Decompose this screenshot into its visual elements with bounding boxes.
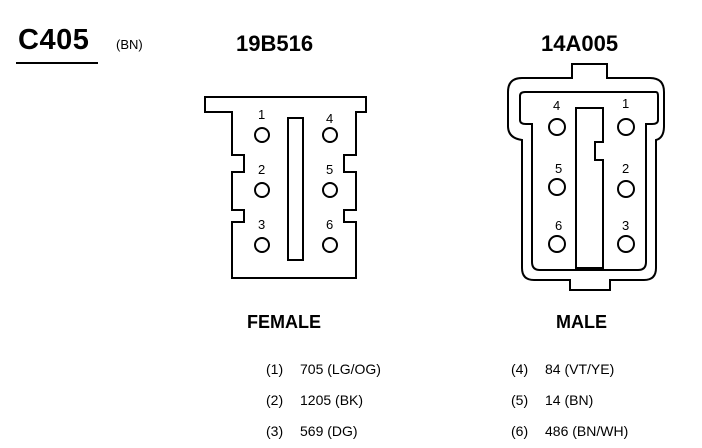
female-part-number: 19B516 [236, 31, 314, 56]
pinout-row: (4) 84 (VT/YE) [511, 361, 614, 377]
male-cavity-label: 5 [555, 161, 562, 176]
female-cavity-3 [254, 237, 270, 253]
pin-number: (2) [266, 392, 284, 408]
female-connector [204, 96, 367, 279]
male-cavity-label: 3 [622, 218, 629, 233]
female-cavity-2 [254, 182, 270, 198]
pinout-row: (5) 14 (BN) [511, 392, 593, 408]
male-part-number: 14A005 [541, 31, 619, 56]
female-cavity-6 [322, 237, 338, 253]
male-cavity-6 [548, 235, 566, 253]
female-cavity-label: 4 [326, 111, 333, 126]
pinout-row: (6) 486 (BN/WH) [511, 423, 628, 439]
male-connector [507, 63, 665, 291]
female-cavity-label: 2 [258, 162, 265, 177]
pin-circuit: 486 (BN/WH) [545, 423, 629, 439]
female-cavity-label: 6 [326, 217, 333, 232]
pin-number: (4) [511, 361, 529, 377]
male-cavity-label: 1 [622, 96, 629, 111]
connector-color-code: (BN) [116, 37, 143, 52]
female-cavity-label: 5 [326, 162, 333, 177]
pin-circuit: 14 (BN) [545, 392, 594, 408]
male-cavity-5 [548, 178, 566, 196]
pin-circuit: 569 (DG) [300, 423, 358, 439]
female-connector-outline [204, 96, 367, 279]
female-cavity-label: 3 [258, 217, 265, 232]
pin-number: (6) [511, 423, 529, 439]
male-cavity-1 [617, 118, 635, 136]
male-cavity-3 [617, 235, 635, 253]
male-cavity-label: 2 [622, 161, 629, 176]
male-cavity-label: 6 [555, 218, 562, 233]
female-cavity-1 [254, 127, 270, 143]
female-label: FEMALE [247, 312, 321, 332]
pin-circuit: 705 (LG/OG) [300, 361, 381, 377]
pin-number: (3) [266, 423, 284, 439]
pinout-row: (1) 705 (LG/OG) [266, 361, 381, 377]
male-key-slot [575, 107, 604, 269]
connector-id: C405 [18, 24, 90, 56]
male-connector-inner-shell [519, 91, 659, 271]
pin-number: (5) [511, 392, 529, 408]
female-cavity-5 [322, 182, 338, 198]
female-cavity-label: 1 [258, 107, 265, 122]
male-cavity-4 [548, 118, 566, 136]
male-label: MALE [556, 312, 607, 332]
connector-id-underline [16, 62, 98, 64]
pin-circuit: 1205 (BK) [300, 392, 364, 408]
female-cavity-4 [322, 127, 338, 143]
male-connector-outer-shell [507, 63, 665, 291]
male-cavity-2 [617, 180, 635, 198]
pinout-row: (2) 1205 (BK) [266, 392, 363, 408]
female-key-slot [287, 117, 304, 261]
pin-number: (1) [266, 361, 284, 377]
male-cavity-label: 4 [553, 98, 560, 113]
pinout-row: (3) 569 (DG) [266, 423, 358, 439]
pin-circuit: 84 (VT/YE) [545, 361, 615, 377]
